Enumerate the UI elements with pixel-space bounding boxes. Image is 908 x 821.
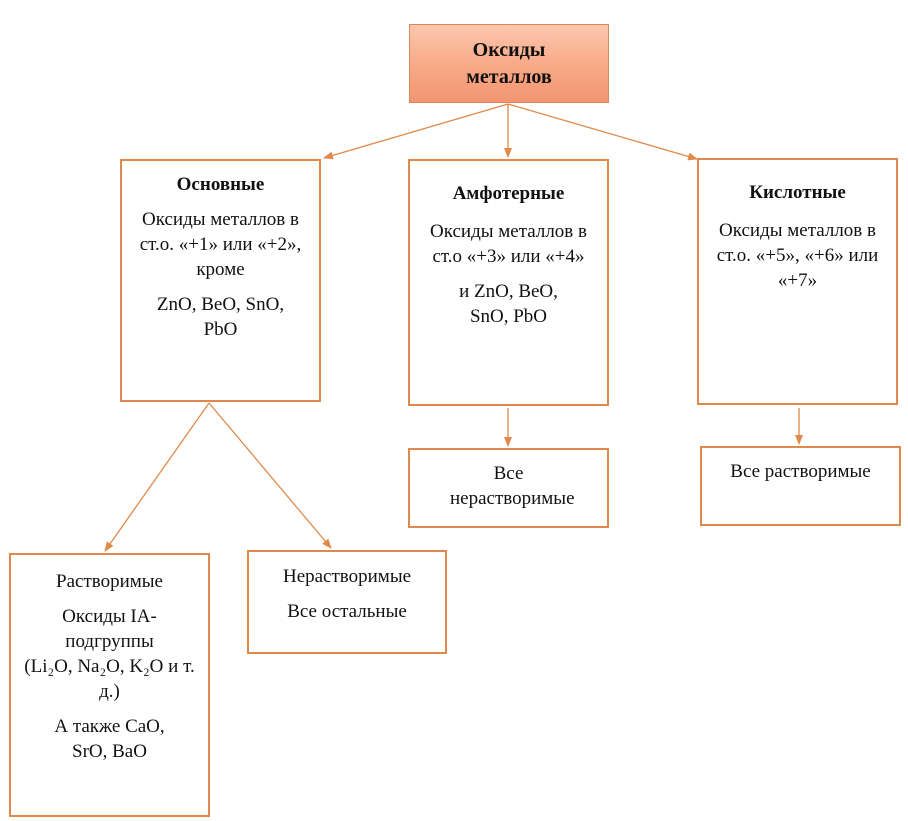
insoluble-title: Нерастворимые [282,566,412,587]
soluble-line1: Оксиды IA-подгруппы [62,606,157,653]
acidic-solubility-text: Все растворимые [730,461,871,482]
arrow-root-basic [323,103,509,160]
acidic-desc: Оксиды металлов в ст.о. «+5», «+6» или «… [716,220,879,292]
soluble-title: Растворимые [56,571,163,592]
metal-oxides-root: Оксиды металлов [409,24,609,103]
arrow-basic-insoluble [208,402,332,549]
arrow-root-acidic [507,103,698,161]
basic-desc: Оксиды металлов в ст.о. «+1» или «+2», к… [139,209,302,281]
amphoteric-oxides-box: Амфотерные Оксиды металлов в ст.о «+3» и… [408,159,609,406]
amphoteric-solubility-text: Все нерастворимые [450,463,575,510]
basic-oxides-box: Основные Оксиды металлов в ст.о. «+1» ил… [120,159,321,402]
amphoteric-extra: и ZnO, BeO, SnO, PbO [459,281,558,328]
amphoteric-desc: Оксиды металлов в ст.о «+3» или «+4» [429,221,587,268]
arrow-basic-soluble [104,402,210,552]
basic-except: ZnO, BeO, SnO, PbO [156,294,285,341]
amphoteric-title: Амфотерные [452,183,565,204]
root-line1: Оксиды [472,38,546,61]
basic-title: Основные [176,174,265,195]
amphoteric-solubility-box: Все нерастворимые [408,448,609,528]
soluble-line3: А также CaO, SrO, BaO [54,716,165,763]
acidic-title: Кислотные [749,182,846,203]
soluble-box: Растворимые Оксиды IA-подгруппы (Li₂O, N… [9,553,210,817]
root-line2: металлов [466,65,552,88]
insoluble-line1: Все остальные [287,601,407,623]
insoluble-box: Нерастворимые Все остальные [247,550,447,654]
acidic-oxides-box: Кислотные Оксиды металлов в ст.о. «+5», … [697,158,898,405]
acidic-solubility-box: Все растворимые [700,446,901,526]
soluble-line2: (Li₂O, Na₂O, K₂O и т. д.) [24,656,195,703]
